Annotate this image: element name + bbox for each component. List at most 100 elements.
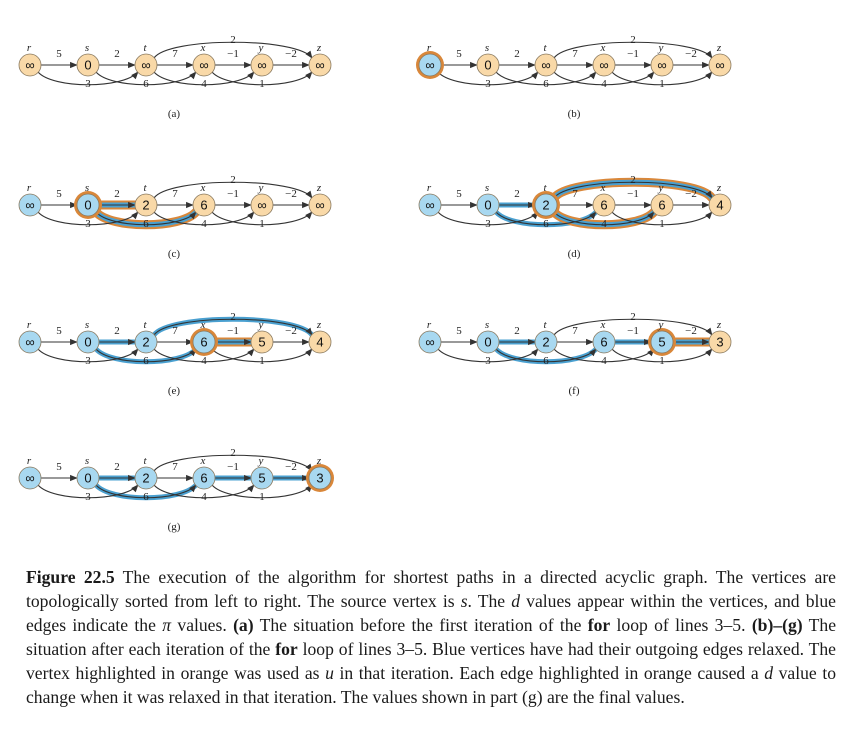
vertex-z (308, 330, 332, 354)
edge-x-z (611, 348, 713, 363)
vertex-name-r: r (27, 455, 32, 467)
vertex-d-value-x: 6 (600, 335, 607, 350)
edge-weight-r-s: 5 (56, 188, 62, 200)
vertex-d-value-y: 5 (258, 335, 265, 350)
vertex-d-value-t: 2 (142, 198, 149, 213)
caption-var-pi: π (162, 615, 172, 635)
vertex-name-z: z (716, 42, 722, 54)
edge-weight-t-x: 7 (572, 325, 578, 337)
edge-weight-s-x: 6 (143, 491, 149, 503)
edge-r-t (37, 211, 139, 226)
vertex-d-value-z: ∞ (315, 58, 324, 73)
edge-s-x (495, 348, 597, 363)
caption-text-10: value to change when it was relaxed in t… (26, 663, 837, 707)
edge-x-z (211, 211, 313, 226)
vertex-d-value-t: 2 (142, 471, 149, 486)
vertex-t (134, 330, 158, 354)
edge-weight-t-x: 7 (572, 188, 578, 200)
edge-weight-x-y: −1 (227, 461, 239, 473)
vertex-r (418, 330, 442, 354)
caption-text-2: . The (467, 591, 512, 611)
vertex-y (250, 466, 274, 490)
edge-t-y (553, 348, 655, 363)
vertex-z (308, 193, 332, 217)
edge-weight-x-z: 1 (259, 355, 265, 367)
vertex-name-t: t (143, 319, 147, 331)
edge-t-y (153, 348, 255, 363)
edge-weight-r-s: 5 (56, 461, 62, 473)
edge-r-t (37, 348, 139, 363)
vertex-d-value-t: 2 (542, 335, 549, 350)
vertex-name-y: y (258, 455, 264, 467)
edge-weight-r-t: 3 (485, 78, 491, 90)
edge-r-t (437, 211, 539, 226)
edge-weight-y-z: −2 (685, 48, 697, 60)
vertex-name-x: x (200, 182, 206, 194)
edge-weight-t-y: 4 (201, 355, 207, 367)
vertex-d-value-y: 5 (258, 471, 265, 486)
vertex-x (592, 330, 616, 354)
vertex-y (250, 330, 274, 354)
vertex-name-t: t (543, 42, 547, 54)
edge-weight-r-s: 5 (56, 325, 62, 337)
edge-weight-s-t: 2 (114, 461, 120, 473)
vertex-t (134, 53, 158, 77)
edge-weight-y-z: −2 (285, 461, 297, 473)
edge-weight-r-s: 5 (56, 48, 62, 60)
vertex-d-value-r: ∞ (25, 471, 34, 486)
panel-label: (g) (168, 521, 181, 533)
edge-t-z (153, 41, 313, 59)
vertex-name-z: z (716, 182, 722, 194)
vertex-name-x: x (600, 42, 606, 54)
edge-r-t (437, 348, 539, 363)
edge-weight-x-y: −1 (627, 188, 639, 200)
edge-weight-t-y: 4 (601, 218, 607, 230)
panel-label: (e) (168, 385, 181, 397)
edge-t-y (153, 211, 255, 226)
vertex-d-value-s: 0 (84, 471, 91, 486)
caption-part-b-g: (b)–(g) (751, 615, 803, 635)
vertex-t (134, 466, 158, 490)
edge-weight-s-x: 6 (543, 218, 549, 230)
vertex-z (708, 193, 732, 217)
vertex-r (18, 466, 42, 490)
caption-text-4: values. (171, 615, 234, 635)
vertex-r (18, 193, 42, 217)
edge-weight-r-t: 3 (85, 218, 91, 230)
edge-weight-t-z: 2 (230, 447, 236, 459)
vertex-d-value-t: 2 (542, 198, 549, 213)
edge-weight-x-y: −1 (227, 48, 239, 60)
panel-label: (f) (569, 385, 580, 397)
vertex-d-value-r: ∞ (25, 58, 34, 73)
edge-weight-r-t: 3 (85, 78, 91, 90)
vertex-z (308, 53, 332, 77)
vertex-name-x: x (200, 455, 206, 467)
vertex-name-r: r (427, 42, 432, 54)
vertex-x (192, 330, 216, 354)
figure-caption: Figure 22.5 The execution of the algorit… (26, 565, 836, 709)
edge-weight-s-t: 2 (114, 48, 120, 60)
vertex-name-z: z (316, 319, 322, 331)
vertex-s (76, 466, 100, 490)
vertex-s (476, 330, 500, 354)
vertex-d-value-s: 0 (84, 198, 91, 213)
vertex-d-value-t: ∞ (541, 58, 550, 73)
vertex-d-value-z: 3 (716, 335, 723, 350)
caption-var-s: s (460, 591, 468, 611)
vertex-d-value-z: 4 (716, 198, 723, 213)
vertex-name-s: s (85, 455, 89, 467)
vertex-name-z: z (316, 182, 322, 194)
vertex-z (308, 466, 332, 490)
vertex-d-value-s: 0 (484, 198, 491, 213)
edge-weight-s-x: 6 (143, 78, 149, 90)
vertex-s (76, 53, 100, 77)
vertex-d-value-r: ∞ (425, 198, 434, 213)
edge-weight-x-z: 1 (259, 491, 265, 503)
vertex-name-z: z (316, 42, 322, 54)
vertex-name-r: r (427, 319, 432, 331)
vertex-s (476, 193, 500, 217)
vertex-d-value-r: ∞ (25, 198, 34, 213)
edge-weight-t-z: 2 (630, 34, 636, 46)
edge-x-z (611, 71, 713, 86)
